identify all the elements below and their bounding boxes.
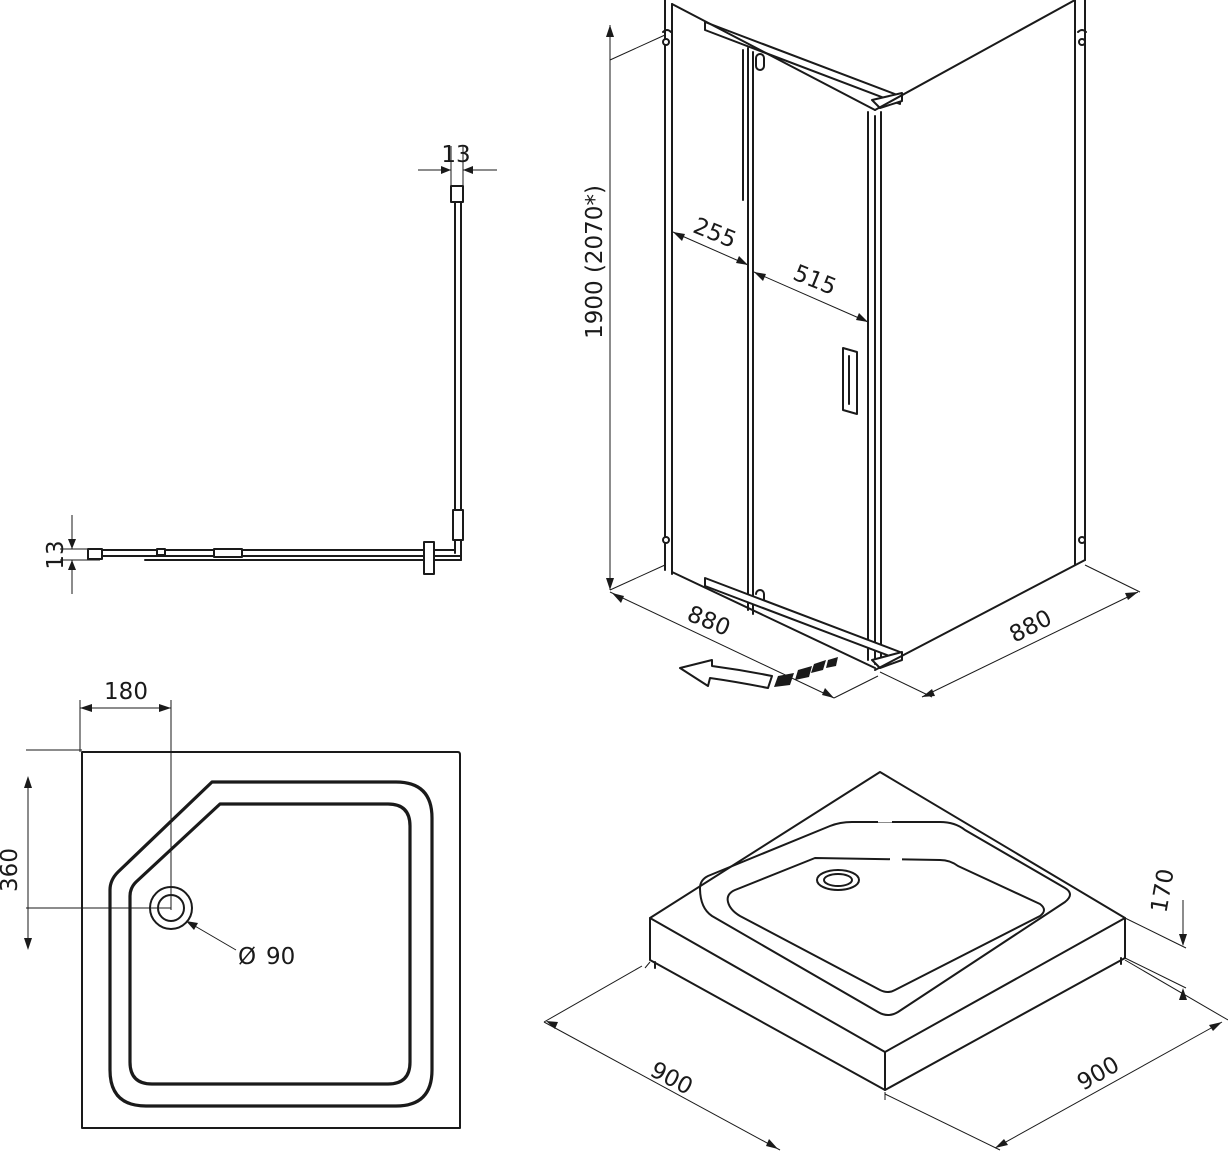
- door-swing-arrow-icon: [679, 657, 838, 689]
- dim-side-width-label: 880: [1005, 605, 1056, 648]
- dim-door-width-label: 515: [789, 260, 839, 301]
- drain-offset-y-label: 360: [0, 848, 23, 892]
- tray-width-right-label: 900: [1073, 1052, 1124, 1096]
- dim-front-width-label: 880: [683, 601, 733, 642]
- tray-width-left-label: 900: [646, 1057, 697, 1101]
- tray-plan-view: 180 360 Ø 90: [0, 679, 461, 1129]
- dim-fixed-panel-label: 255: [689, 213, 739, 254]
- drain-offset-x-label: 180: [104, 679, 148, 705]
- tray-height-label: 170: [1146, 867, 1179, 915]
- enclosure-plan-view: 13 13: [43, 142, 497, 594]
- enclosure-3d-view: 1900 (2070*): [582, 0, 1141, 699]
- drain-diameter-label: 90: [266, 944, 295, 970]
- tray-drain-inner: [823, 873, 853, 887]
- tray-drain-outer: [816, 869, 860, 891]
- plan-dim-top-label: 13: [441, 142, 470, 168]
- drain-diameter-symbol: Ø: [238, 944, 256, 970]
- enclosure-height-label: 1900 (2070*): [582, 185, 608, 339]
- tray-3d-view: 170 900 900: [543, 771, 1228, 1151]
- plan-dim-left-label: 13: [43, 540, 69, 569]
